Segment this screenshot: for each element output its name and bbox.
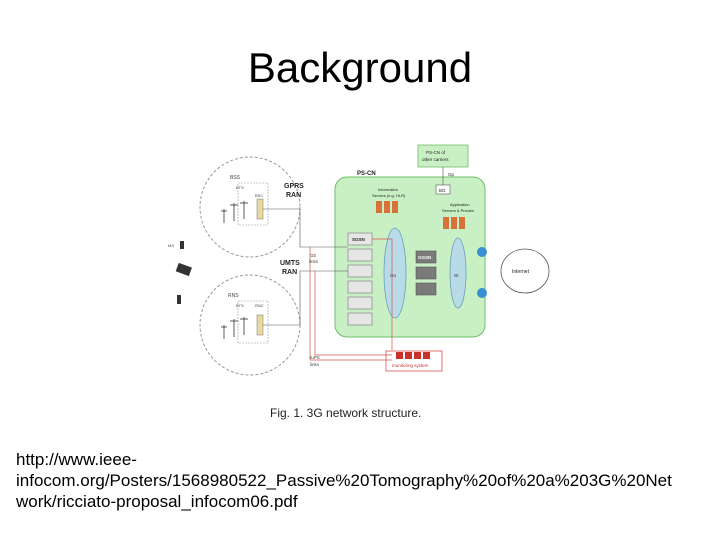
bg-box xyxy=(435,184,451,195)
iups-label-1: IuPS xyxy=(310,355,320,360)
other-carriers-box xyxy=(417,144,469,168)
nodeb-antenna-icon xyxy=(221,317,248,339)
rns-label: RNS xyxy=(228,293,239,299)
gi-label: Gi xyxy=(454,273,459,278)
umts-ran-label-1: UMTS xyxy=(280,260,300,267)
umts-ran-label-2: RAN xyxy=(282,269,297,276)
url-line-1: http://www.ieee- xyxy=(16,450,137,469)
iups-label-2: links xyxy=(310,362,320,367)
other-carriers-label-1: PS-CN of xyxy=(426,150,446,155)
ran-sgsn-links xyxy=(309,238,393,361)
internet-cloud xyxy=(500,248,550,294)
monitoring-label: monitoring system xyxy=(392,363,429,368)
app-servers-label-1: Application xyxy=(450,202,470,207)
info-server-icons xyxy=(376,201,398,213)
rnc-label: RNC xyxy=(255,303,264,308)
monitoring-system-box xyxy=(385,350,443,372)
network-diagram: BSS BTS BSC GPRS RAN RNS BTS RNC UMTS RA… xyxy=(160,135,550,430)
info-servers-label-1: Information xyxy=(378,187,398,192)
bsc-label: BSC xyxy=(255,193,263,198)
gn-label: Gn xyxy=(390,273,397,278)
internet-label: Internet xyxy=(512,269,530,275)
url-line-2: infocom.org/Posters/1568980522_Passive%2… xyxy=(16,471,672,490)
monitoring-server-icons xyxy=(396,352,430,359)
rns-box xyxy=(237,300,269,344)
laptop-icon xyxy=(175,262,192,277)
router-icon-2 xyxy=(477,288,487,298)
bts-antenna-icon xyxy=(221,201,248,223)
gprs-ran-circle xyxy=(199,156,301,258)
bss-box xyxy=(237,182,269,226)
gprs-ran-label-1: GPRS xyxy=(284,183,304,190)
gi-interface xyxy=(449,237,467,309)
ms-label: MS xyxy=(168,243,174,248)
figure-caption: Fig. 1. 3G network structure. xyxy=(270,406,421,420)
gp-label: Gp xyxy=(448,172,455,177)
app-servers-label-2: Servers & Proxies xyxy=(442,208,474,213)
ggsn-label: GGSN xyxy=(418,255,431,260)
ggsn-stack xyxy=(415,250,437,296)
phone-icon xyxy=(180,241,184,249)
bts-label: BTS xyxy=(236,185,244,190)
ps-cn-label: PS-CN xyxy=(357,171,376,177)
app-server-icons xyxy=(443,217,465,229)
slide-title: Background xyxy=(247,44,473,91)
gb-label-2: links xyxy=(309,259,319,264)
url-line-3: work/ricciato-proposal_infocom06.pdf xyxy=(16,492,298,511)
bss-label: BSS xyxy=(230,175,241,181)
source-url: http://www.ieee- infocom.org/Posters/156… xyxy=(16,449,716,512)
gb-links xyxy=(263,208,348,326)
router-icon xyxy=(477,247,487,257)
sgsn-label: SGSN xyxy=(352,237,365,242)
bg-label: BG xyxy=(439,188,446,193)
gprs-ran-label-2: RAN xyxy=(286,192,301,199)
network-diagram-svg: BSS BTS BSC GPRS RAN RNS BTS RNC UMTS RA… xyxy=(168,144,550,420)
info-servers-label-2: Servers (e.g. HLR) xyxy=(372,193,406,198)
phone-icon-2 xyxy=(177,295,181,304)
gn-interface xyxy=(383,227,407,319)
sgsn-stack xyxy=(347,232,373,326)
other-carriers-label-2: other carriers xyxy=(422,157,449,162)
rnc-rack-icon xyxy=(256,314,264,336)
bts2-label: BTS xyxy=(236,303,244,308)
bsc-rack-icon xyxy=(256,198,264,220)
gb-label-1: Gb xyxy=(310,253,317,258)
